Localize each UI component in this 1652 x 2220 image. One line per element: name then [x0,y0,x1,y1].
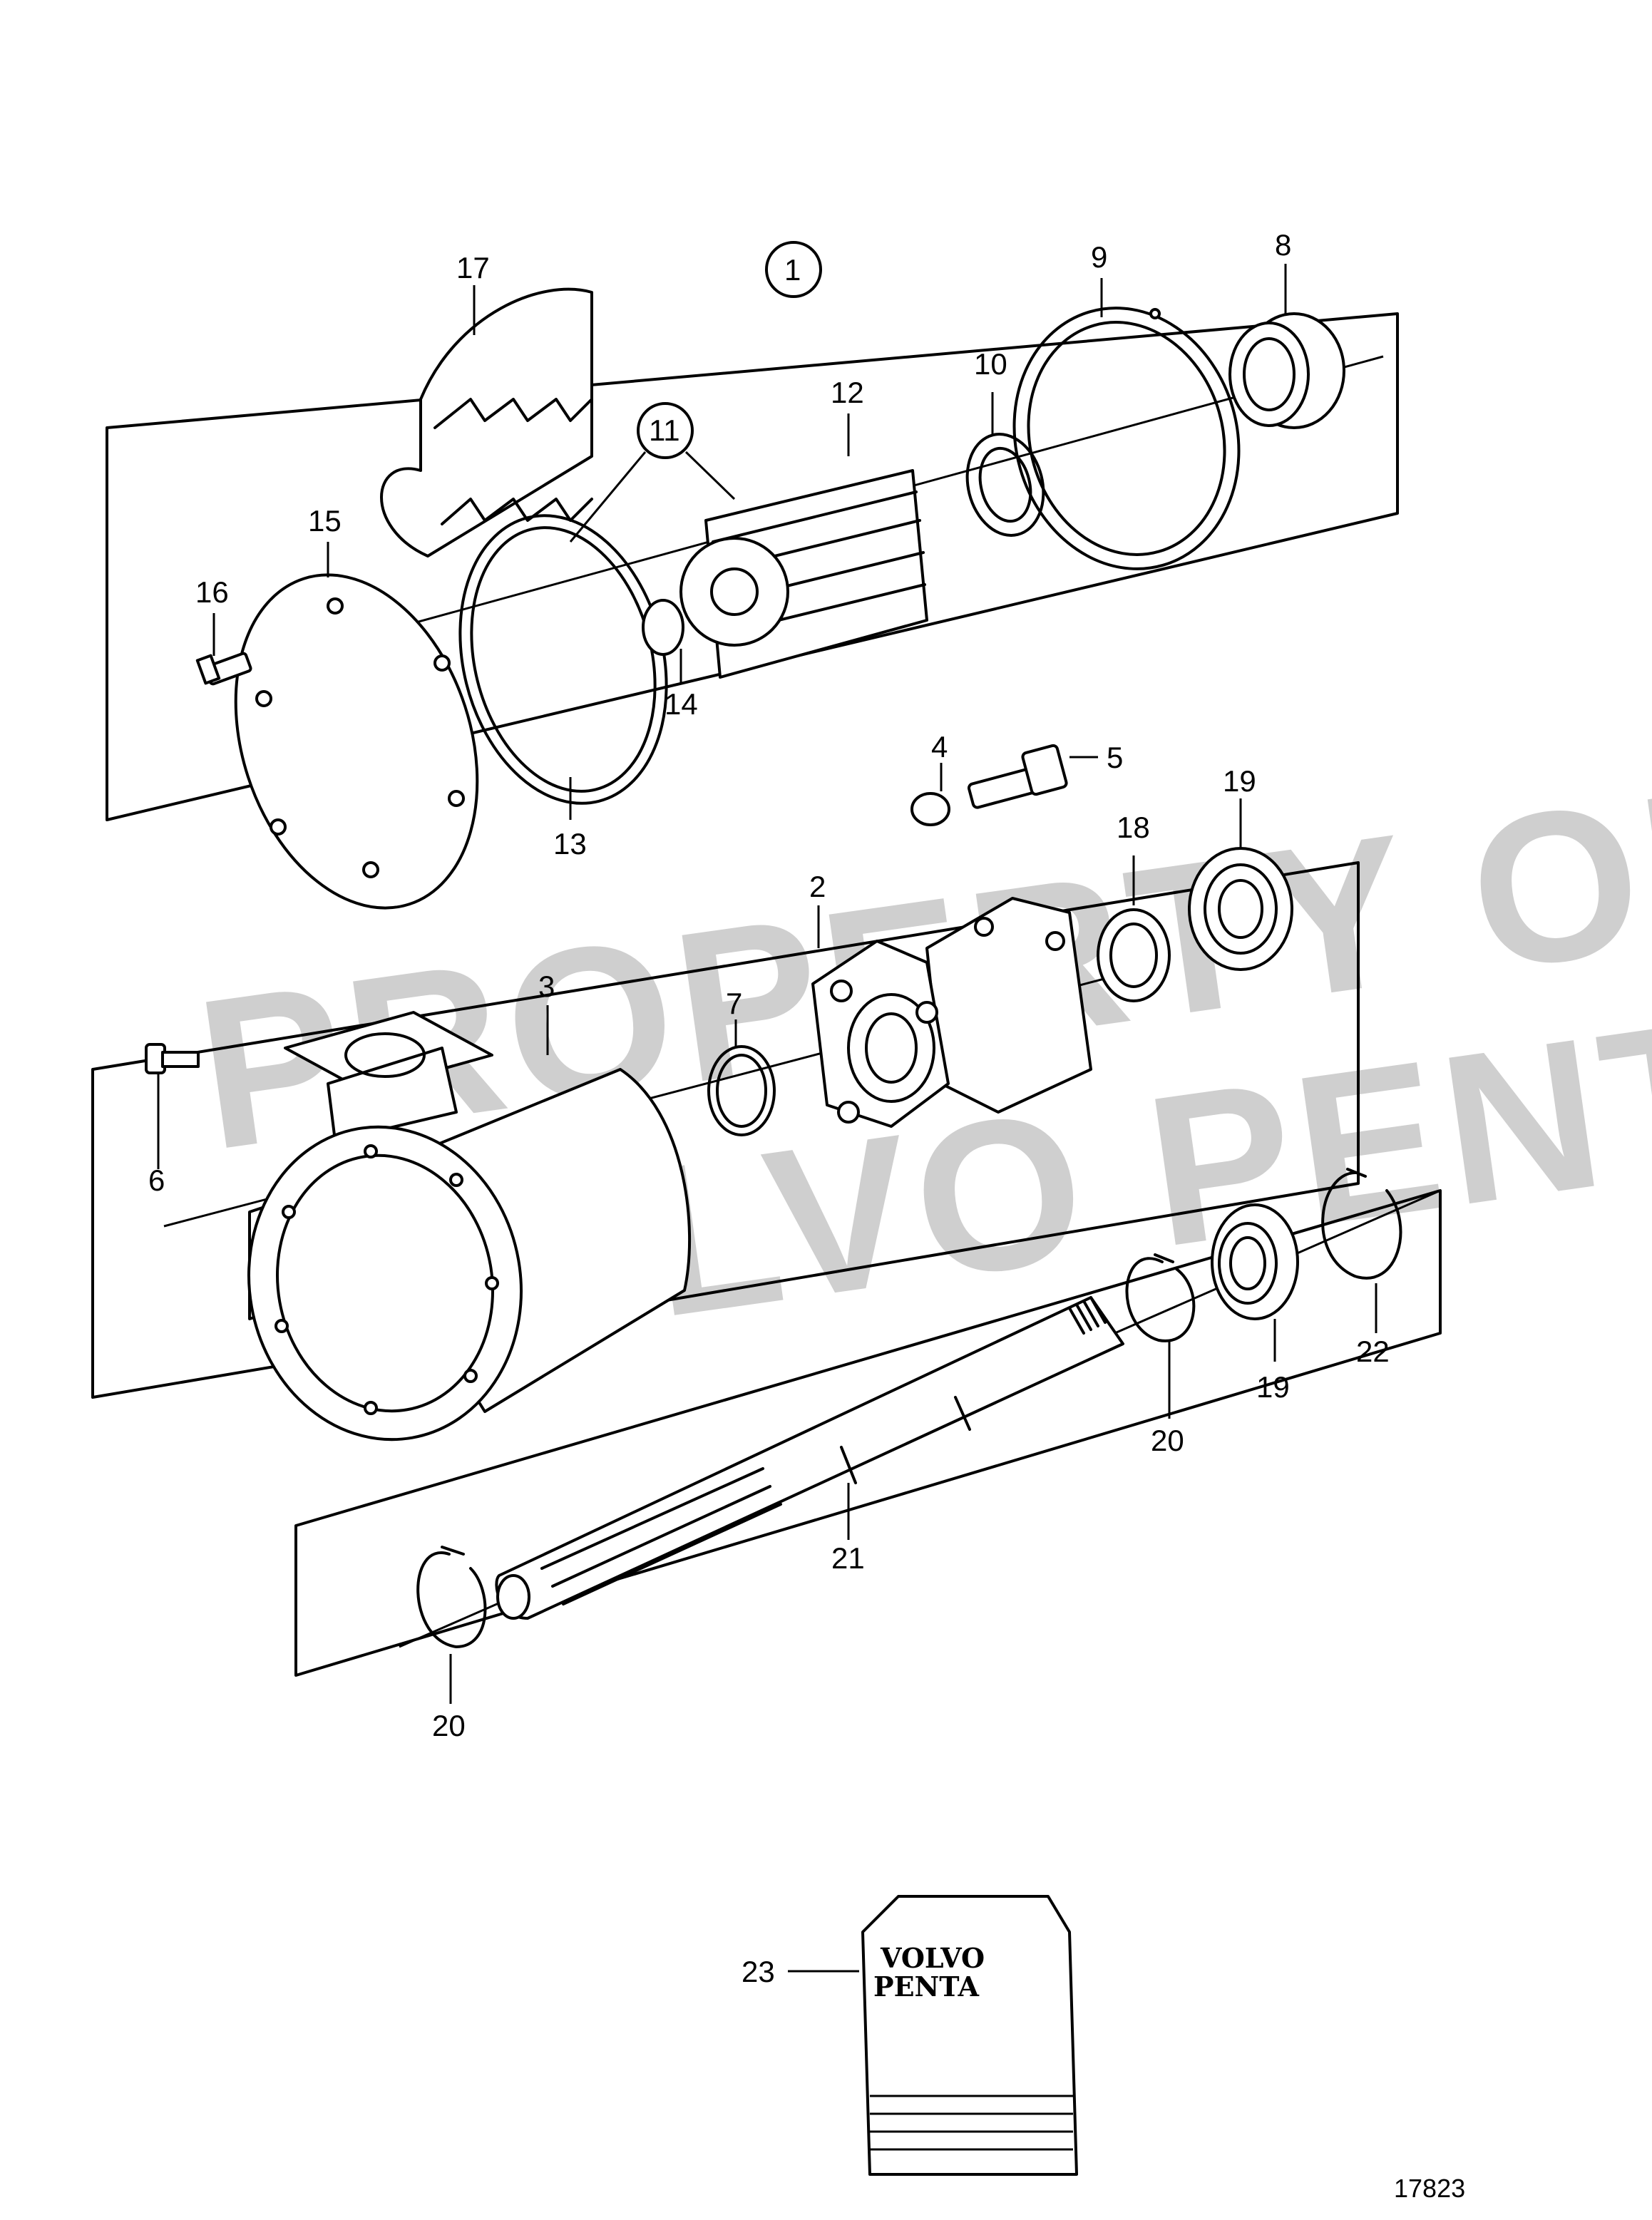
kit-logo-line-2: PENTA [873,1970,979,2003]
callout-3: 3 [538,970,555,1003]
callout-22: 22 [1356,1335,1390,1368]
screw-part-16 [195,652,252,686]
callout-10: 10 [974,347,1007,381]
callout-4: 4 [931,730,948,764]
callout-7: 7 [726,987,742,1020]
kit-logo-line-1: VOLVO [880,1942,985,1974]
group-marker-circle [765,241,822,298]
callout-20-left: 20 [432,1709,466,1742]
callout-23: 23 [742,1955,775,1988]
callout-18: 18 [1117,811,1150,844]
callout-19-upper: 19 [1223,764,1256,798]
upper-assembly-frame [106,312,1399,821]
retaining-ring-part-22 [1321,1168,1402,1280]
callout-20-right: 20 [1151,1424,1184,1457]
cover-plate-part-15 [234,573,479,910]
ball-bearing-part-19-upper [1188,847,1293,971]
callout-16: 16 [195,575,229,609]
callout-9: 9 [1091,240,1107,274]
group-marker-label: 1 [784,253,801,287]
gasket-part-9 [1012,307,1241,570]
callout-6: 6 [148,1163,165,1197]
bearing-housing-part-2 [811,897,1092,1128]
callout-8: 8 [1275,228,1291,262]
callout-19-lower: 19 [1256,1370,1290,1404]
shaft-assembly-frame [294,1189,1442,1677]
shaft-part-21 [495,1296,1124,1620]
callout-2: 2 [809,870,826,903]
pump-housing-part-3 [247,1011,692,1442]
screw-part-6 [145,1043,200,1074]
circlip-part-20-left [416,1546,487,1648]
callout-12: 12 [831,376,864,409]
drawing-number: 17823 [1394,2174,1465,2203]
ball-bearing-part-19-lower [1211,1203,1299,1320]
callout-5: 5 [1107,741,1123,774]
seal-part-8 [1228,312,1345,429]
callout-11-circle [637,402,694,459]
callout-17: 17 [456,251,490,284]
o-ring-part-7 [707,1045,776,1136]
callout-13: 13 [553,827,587,860]
callout-14: 14 [665,687,698,721]
impeller-part-12 [679,469,928,679]
callout-11: 11 [649,413,680,447]
washer-part-10 [965,433,1045,537]
seal-part-18 [1097,908,1171,1002]
circlip-part-20-right [1125,1253,1196,1342]
callout-15: 15 [308,504,342,538]
bolt-part-5 [967,744,1068,809]
callout-21: 21 [831,1541,865,1575]
kit-bag-part-23: VOLVO PENTA [861,1895,1078,2176]
callout-leaders [157,264,1377,1973]
washer-part-4 [910,792,950,826]
middle-assembly-frame [91,861,1360,1399]
cap-part-14 [642,599,684,656]
clamp-part-17 [380,287,593,557]
